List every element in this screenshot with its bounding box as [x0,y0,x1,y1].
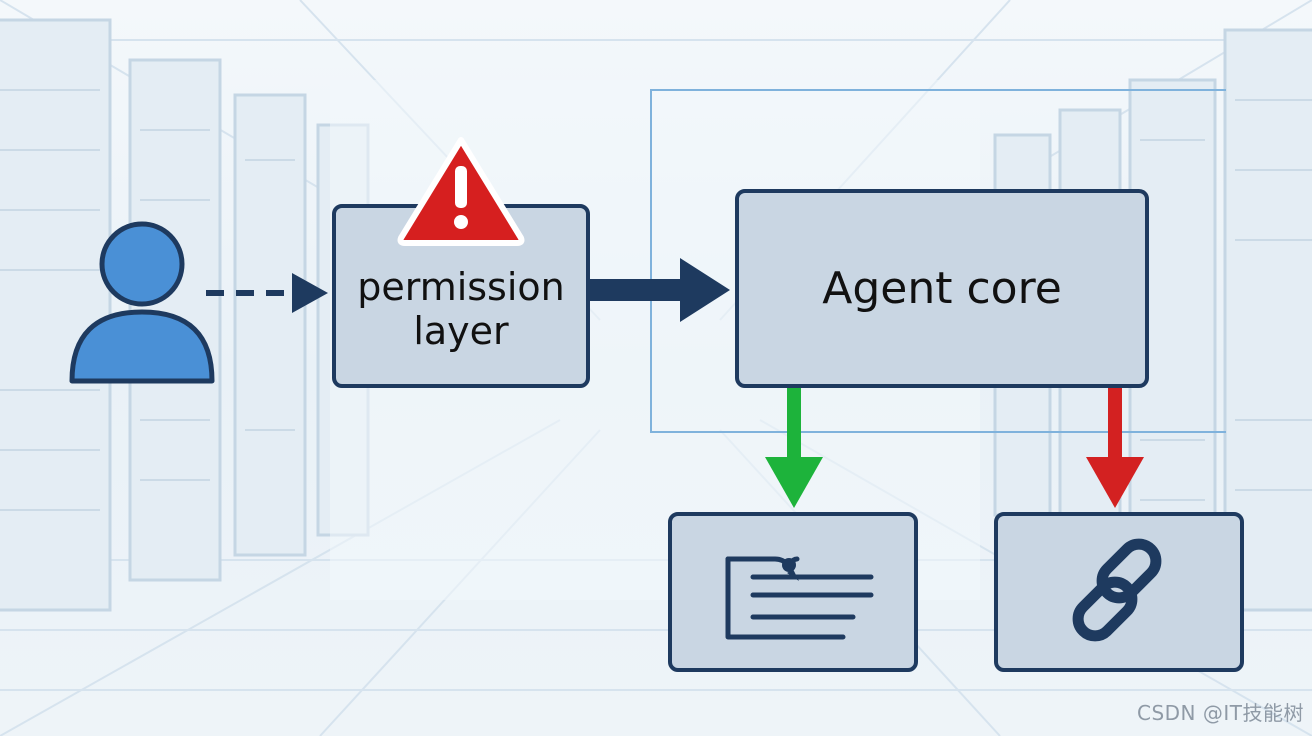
agent-core-label: Agent core [822,263,1062,314]
permission-layer-label: permission layer [357,265,565,353]
permission-layer-node: permission layer [332,204,590,388]
document-output-node [668,512,918,672]
watermark: CSDN @IT技能树 [1137,701,1304,725]
link-icon [1072,538,1162,642]
document-icon [725,556,874,640]
agent-core-node: Agent core [735,189,1149,388]
link-output-node [994,512,1244,672]
